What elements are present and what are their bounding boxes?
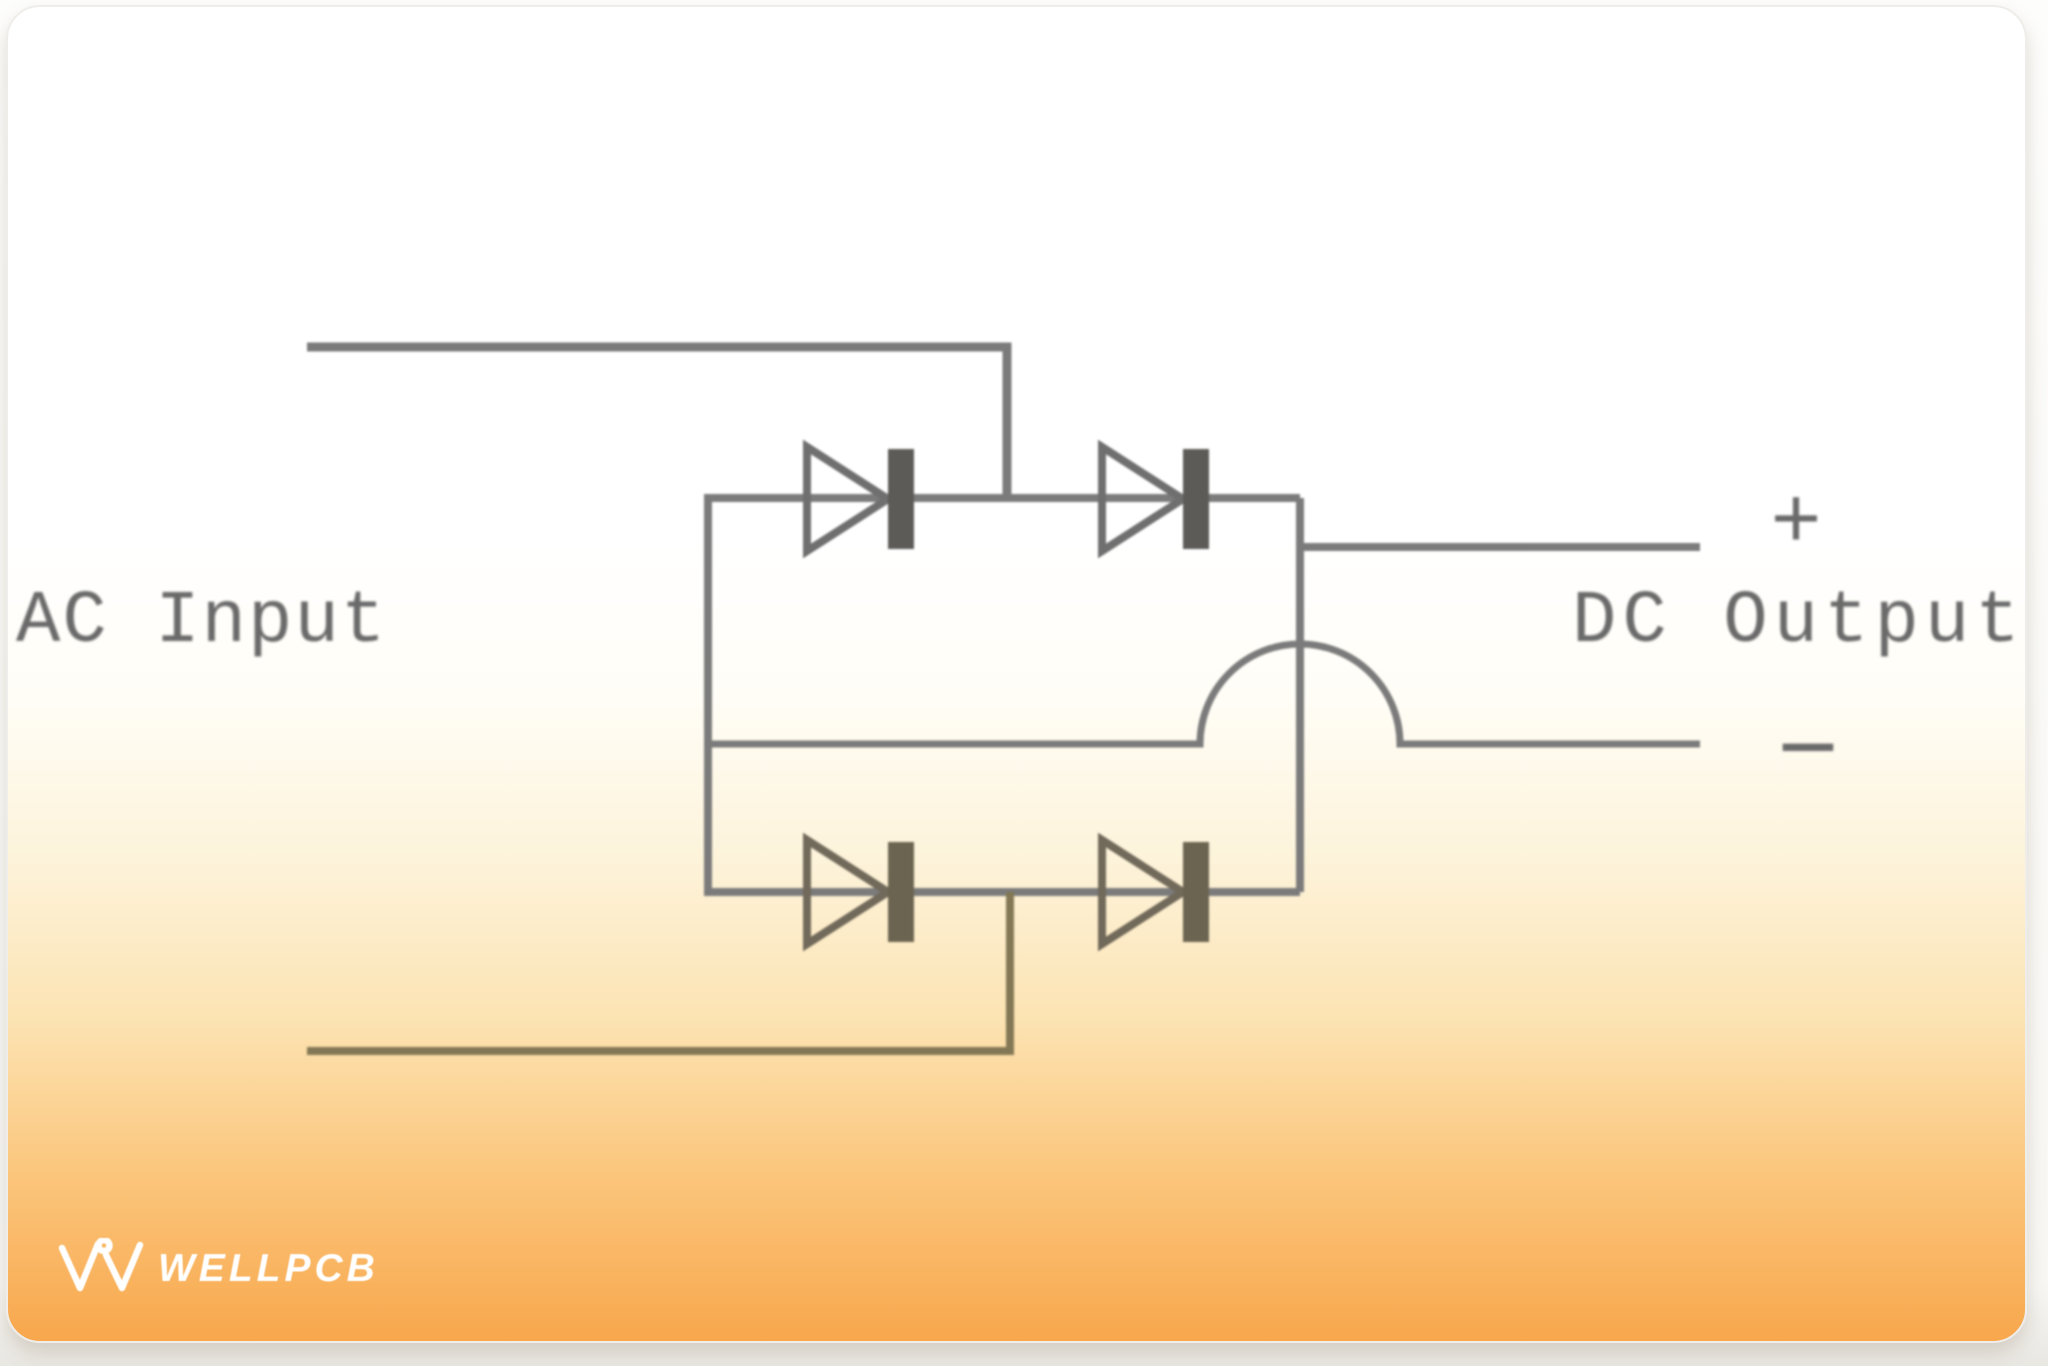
diode-bottom-left — [803, 832, 914, 952]
dc-minus-wire-with-crossover — [708, 640, 1700, 748]
diode-top-left-triangle — [803, 439, 896, 559]
minus-polarity-label: − — [1776, 696, 1840, 814]
diode-top-right-cathode-bar — [1183, 449, 1209, 549]
diode-bottom-left-triangle — [803, 832, 896, 952]
diode-bottom-right-triangle — [1098, 832, 1191, 952]
ac-top-wire — [307, 342, 1012, 498]
diode-top-right — [1098, 439, 1209, 559]
ac-input-label: AC Input — [16, 580, 388, 664]
diode-top-right-triangle — [1098, 439, 1191, 559]
diode-bottom-left-cathode-bar — [888, 842, 914, 942]
dc-output-label: DC Output — [1572, 580, 2026, 664]
wellpcb-logo-text: WELLPCB — [158, 1247, 379, 1290]
bridge-rectifier-diagram — [307, 342, 1700, 1055]
plus-polarity-label: + — [1770, 475, 1822, 573]
ac-bottom-wire — [307, 892, 1014, 1055]
diagram-card: AC Input DC Output + − WELLPCB — [6, 5, 2027, 1343]
logo-v2-stroke — [102, 1241, 144, 1292]
diode-bottom-right — [1098, 832, 1209, 952]
diode-top-left-cathode-bar — [888, 449, 914, 549]
logo-v1-stroke — [58, 1240, 102, 1292]
diode-top-left — [803, 439, 914, 559]
bridge-top-rail — [704, 494, 1300, 896]
logo-dot — [95, 1238, 113, 1255]
diode-bottom-right-cathode-bar — [1183, 842, 1209, 942]
wellpcb-logo: WELLPCB — [54, 1234, 379, 1302]
wellpcb-logo-icon — [58, 1238, 144, 1292]
